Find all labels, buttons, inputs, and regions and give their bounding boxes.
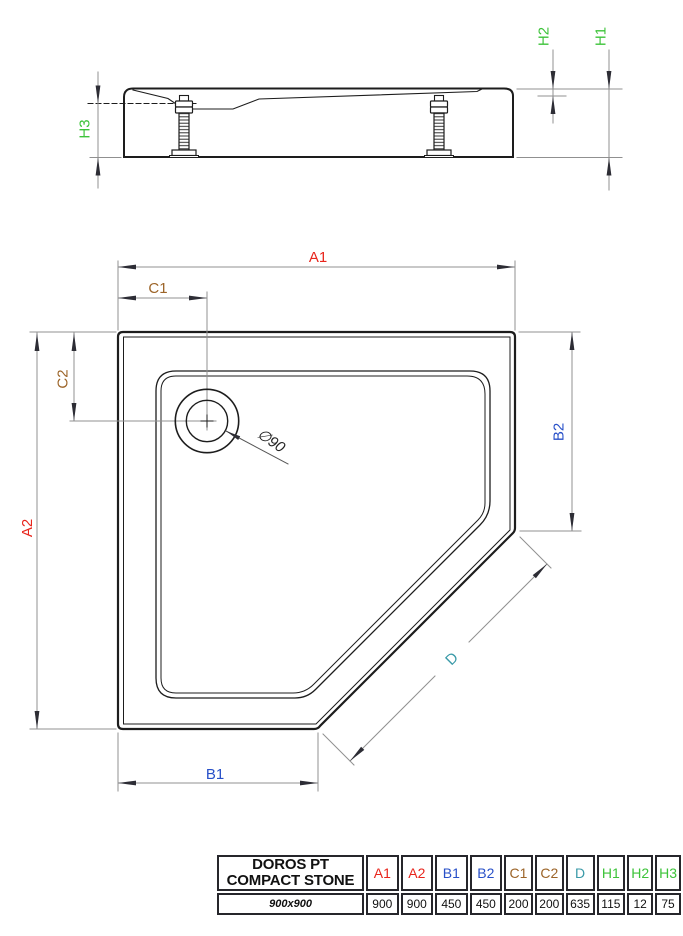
plan-basin-inner bbox=[160, 375, 486, 694]
spec-col-h3-header: H3 bbox=[655, 855, 681, 892]
product-name-line2: COMPACT STONE bbox=[226, 872, 355, 890]
spec-col-b1-header: B1 bbox=[435, 855, 468, 892]
dim-label-c2: C2 bbox=[55, 369, 72, 388]
spec-val-a2: 900 bbox=[400, 893, 434, 916]
dim-label-h1: H1 bbox=[593, 27, 610, 46]
spec-val-d: 635 bbox=[565, 893, 595, 916]
spec-val-c2: 200 bbox=[534, 893, 564, 916]
spec-col-h1-header: H1 bbox=[596, 855, 626, 892]
adjustable-foot-right bbox=[424, 94, 454, 158]
drain-centerlines bbox=[69, 291, 217, 431]
spec-col-c2-header: C2 bbox=[534, 855, 564, 892]
spec-val-h3: 75 bbox=[655, 893, 681, 916]
product-name-line1: DOROS PT bbox=[252, 856, 329, 873]
side-tray-body bbox=[123, 87, 514, 158]
spec-col-b2-header: B2 bbox=[469, 855, 503, 892]
spec-val-h1: 115 bbox=[596, 893, 626, 916]
plan-view: A1 C1 A2 C2 B2 B1 D ∅90 bbox=[19, 249, 582, 792]
spec-val-a1: 900 bbox=[366, 893, 399, 916]
side-dimension-arrows bbox=[95, 71, 612, 176]
spec-header-row: DOROS PT COMPACT STONE A1 A2 B1 B2 C1 C2… bbox=[217, 855, 681, 892]
side-basin-surface bbox=[132, 87, 484, 110]
spec-table: DOROS PT COMPACT STONE A1 A2 B1 B2 C1 C2… bbox=[215, 853, 683, 917]
dim-label-b2: B2 bbox=[551, 423, 568, 441]
side-view: H3 H2 H1 bbox=[77, 27, 623, 191]
plan-tray-outline bbox=[116, 330, 517, 731]
plan-tray-rim-inner-edge bbox=[123, 336, 511, 725]
spec-col-a2-header: A2 bbox=[400, 855, 434, 892]
spec-col-c1-header: C1 bbox=[504, 855, 533, 892]
drain bbox=[174, 388, 240, 454]
dim-label-d: D bbox=[442, 649, 462, 669]
product-name-cell: DOROS PT COMPACT STONE bbox=[217, 855, 365, 892]
drawing-canvas: H3 H2 H1 bbox=[19, 27, 623, 792]
spec-val-c1: 200 bbox=[504, 893, 533, 916]
drain-leader-arrow bbox=[226, 431, 241, 440]
spec-col-d-header: D bbox=[565, 855, 595, 892]
dim-label-h3: H3 bbox=[77, 119, 94, 138]
dim-label-c1: C1 bbox=[148, 280, 167, 297]
spec-val-b2: 450 bbox=[469, 893, 503, 916]
plan-dimension-arrows bbox=[34, 264, 575, 786]
spec-col-a1-header: A1 bbox=[366, 855, 399, 892]
spec-val-h2: 12 bbox=[627, 893, 654, 916]
adjustable-foot-left bbox=[169, 94, 199, 158]
plan-extension-lines bbox=[29, 260, 582, 792]
spec-values-row: 900x900 900 900 450 450 200 200 635 115 … bbox=[217, 893, 681, 916]
dim-label-b1: B1 bbox=[206, 766, 224, 783]
spec-col-h2-header: H2 bbox=[627, 855, 654, 892]
plan-basin-outer bbox=[155, 370, 491, 699]
dim-label-a2: A2 bbox=[19, 519, 36, 537]
spec-val-b1: 450 bbox=[435, 893, 468, 916]
dim-label-h2: H2 bbox=[536, 27, 553, 46]
product-size-cell: 900x900 bbox=[217, 893, 365, 916]
dim-label-a1: A1 bbox=[309, 249, 327, 266]
